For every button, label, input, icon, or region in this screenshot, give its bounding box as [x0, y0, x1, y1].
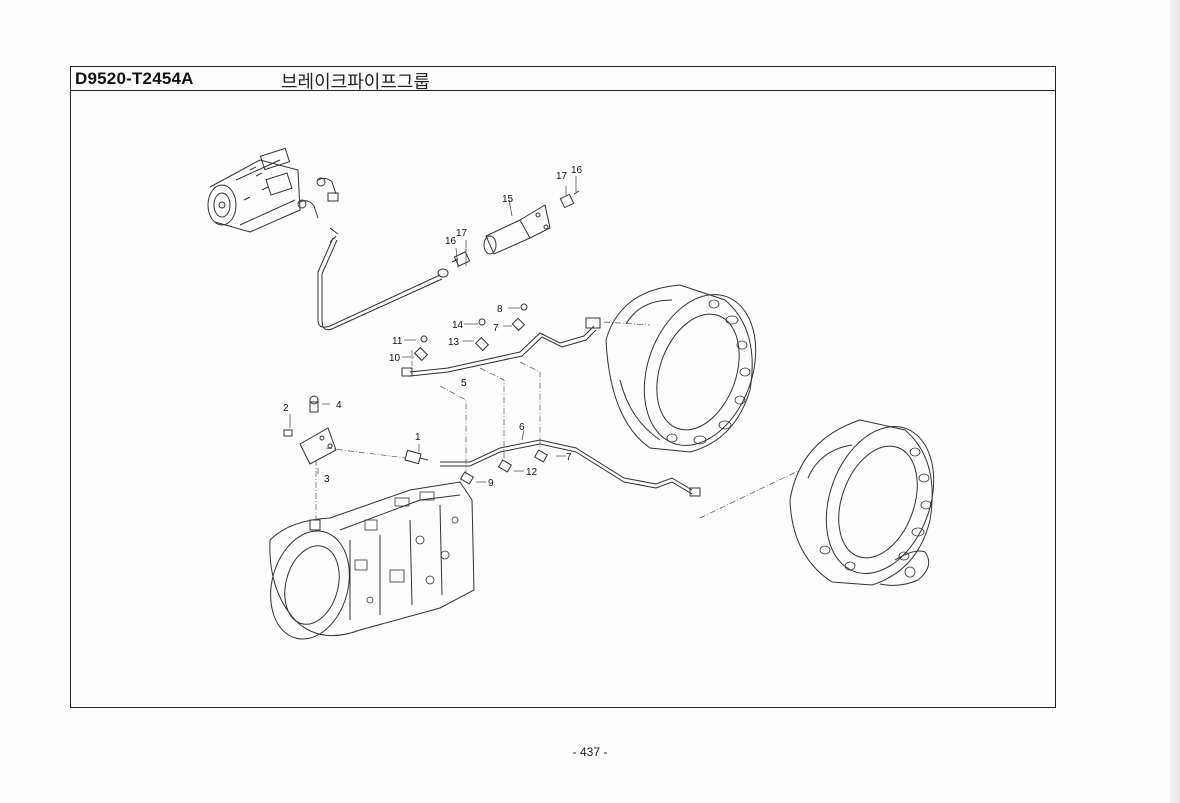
callout-6: 6: [519, 422, 525, 433]
callout-leaders: [289, 176, 577, 483]
title-bar: D9520-T2454A 브레이크파이프그룹: [71, 67, 1055, 93]
bracket-parts: [283, 395, 429, 465]
diagram-frame: D9520-T2454A 브레이크파이프그룹: [70, 66, 1056, 708]
callout-17b: 17: [556, 171, 568, 182]
callout-5: 5: [461, 378, 467, 389]
callout-4: 4: [336, 400, 342, 411]
callout-8: 8: [497, 304, 503, 315]
brake-housing-upper: [605, 284, 757, 453]
page-edge: [1170, 0, 1180, 803]
pipe-6: [440, 439, 701, 497]
pipe-5: [401, 303, 601, 377]
callout-7a: 7: [493, 323, 499, 334]
callout-17a: 17: [456, 228, 468, 239]
transmission-housing: [269, 481, 475, 640]
callout-14: 14: [452, 320, 464, 331]
callout-7b: 7: [566, 452, 572, 463]
compressor-assembly: [207, 147, 449, 331]
brake-housing-lower: [789, 419, 935, 586]
leader-lines: [315, 321, 801, 520]
callout-2: 2: [283, 403, 289, 414]
callout-16a: 16: [445, 236, 457, 247]
callout-15: 15: [502, 194, 514, 205]
callout-10: 10: [389, 353, 401, 364]
callout-labels: 1 2 3 4 5 6 7 7 8 9 10 11 12 13 14 15 16…: [283, 165, 583, 489]
callout-13: 13: [448, 337, 460, 348]
callout-16b: 16: [571, 165, 583, 176]
callout-11: 11: [392, 336, 403, 347]
callout-3: 3: [324, 474, 330, 485]
callout-12: 12: [526, 467, 538, 478]
part-title: 브레이크파이프그룹: [281, 72, 431, 93]
part-15-cylinder: [451, 190, 580, 267]
part-code: D9520-T2454A: [75, 69, 194, 88]
page-number: - 437 -: [572, 745, 608, 759]
callout-1: 1: [415, 432, 421, 443]
callout-9: 9: [488, 478, 494, 489]
